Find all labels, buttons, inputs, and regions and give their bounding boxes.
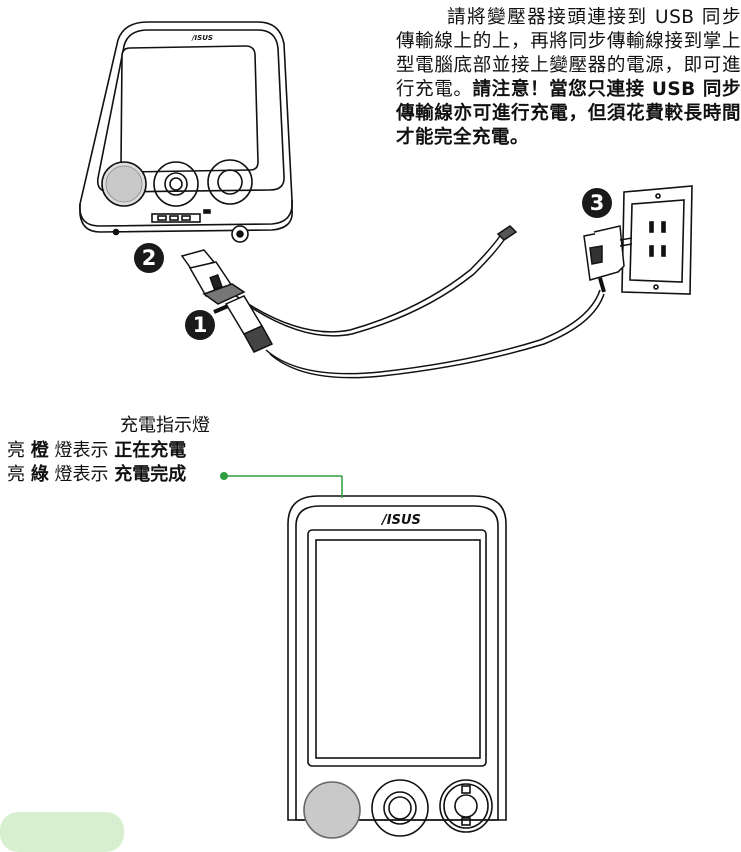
wall-outlet-illustration: [621, 185, 693, 295]
instruction-paragraph: 請將變壓器接頭連接到 USB 同步傳輸線上的上，再將同步傳輸線接到掌上型電腦底部…: [396, 6, 741, 150]
step-1-badge: 1: [185, 310, 215, 340]
led-row2-prefix: 亮: [7, 464, 25, 485]
led-legend-complete: 亮 綠 燈表示 充電完成: [7, 463, 186, 487]
front-device-logo: /ISUS: [380, 513, 421, 528]
led-indicator-line: [220, 472, 343, 498]
led-row1-prefix: 亮: [7, 440, 25, 461]
top-device-logo: /ISUS: [191, 34, 213, 42]
ac-adapter-illustration: [583, 225, 633, 293]
section-tab-decoration: [0, 812, 124, 852]
sync-cable-illustration: [180, 225, 605, 379]
instruction-text: 請將變壓器接頭連接到 USB 同步傳輸線上的上，再將同步傳輸線接到掌上型電腦底部…: [396, 7, 741, 100]
led-row2-mid: 燈表示: [54, 464, 109, 485]
step-3-badge: 3: [582, 188, 612, 218]
led-row1-status: 正在充電: [114, 440, 187, 461]
led-row1-color: 橙: [30, 440, 49, 461]
top-device-illustration: /ISUS: [79, 21, 293, 243]
step-2-badge: 2: [134, 243, 164, 273]
front-device-illustration: /ISUS: [287, 495, 507, 839]
led-row2-color: 綠: [30, 464, 49, 485]
instruction-warning: 請注意！當您只連接 USB 同步傳輸線亦可進行充電，但須花費較長時間才能完全充電…: [396, 79, 741, 148]
led-legend-title: 充電指示燈: [120, 415, 210, 436]
led-row1-mid: 燈表示: [54, 440, 109, 461]
led-row2-status: 充電完成: [114, 464, 187, 485]
led-legend-charging: 亮 橙 燈表示 正在充電: [7, 439, 186, 463]
